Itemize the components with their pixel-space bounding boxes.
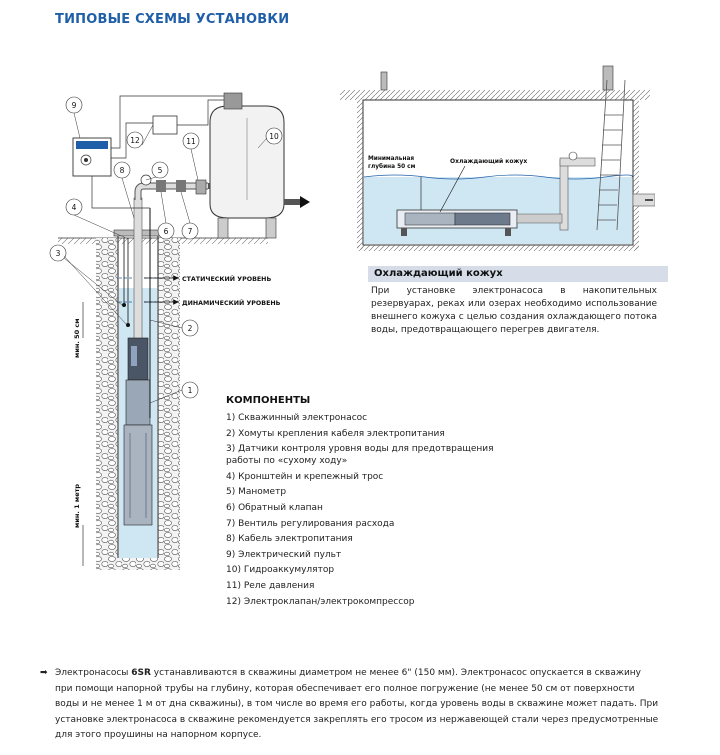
list-item: 2) Хомуты крепления кабеля электропитани… (226, 428, 445, 439)
callout-4: 4 (72, 203, 77, 212)
callout-9: 9 (72, 101, 77, 110)
min-depth-line1: Минимальная (368, 156, 414, 162)
callout-2: 2 (188, 324, 193, 333)
callout-5: 5 (158, 166, 163, 175)
callout-8: 8 (120, 166, 125, 175)
static-level-label: СТАТИЧЕСКИЙ УРОВЕНЬ (182, 274, 271, 283)
installation-note-part2: устанавливаются в скважины диаметром не … (55, 668, 659, 740)
gravel-wall-right (158, 238, 180, 568)
min-50cm-label: мин. 50 см (73, 318, 81, 358)
tank-slab-top (340, 90, 650, 100)
list-item: 1) Скважинный электронасос (226, 413, 368, 423)
arrow-icon: ➡ (40, 668, 48, 678)
discharge-pipe (133, 197, 143, 349)
cooling-note-heading: Охлаждающий кожух (368, 266, 668, 282)
list-item: 6) Обратный клапан (226, 502, 323, 513)
installation-note-part1: Электронасосы (55, 668, 132, 678)
gravel-wall-left (96, 238, 118, 568)
gravel-bottom (96, 558, 180, 570)
callout-7: 7 (188, 227, 193, 236)
pump-model: 6SR (131, 668, 151, 678)
page-title: ТИПОВЫЕ СХЕМЫ УСТАНОВКИ (55, 12, 290, 27)
list-item: 11) Реле давления (226, 580, 315, 591)
list-item: 10) Гидроаккумулятор (226, 565, 335, 576)
cooling-jacket-label: Охлаждающий кожух (450, 158, 527, 165)
list-item: 7) Вентиль регулирования расхода (226, 518, 395, 529)
pump-body (125, 379, 151, 426)
list-item: 5) Манометр (226, 487, 287, 498)
pump-motor (123, 424, 153, 526)
min-depth-line2: глубина 50 см (368, 163, 416, 170)
cooling-note-text: При установке электронасоса в накопитель… (371, 286, 657, 335)
min-1m-label: мин. 1 метр (73, 484, 81, 528)
components-heading: КОМПОНЕНТЫ (226, 395, 311, 406)
list-item: 8) Кабель электропитания (226, 534, 353, 545)
callout-1: 1 (188, 386, 193, 395)
callout-12: 12 (130, 136, 140, 145)
tank-installation-diagram: Минимальная глубина 50 см Охлаждающий ко… (340, 65, 655, 251)
dynamic-level-label: ДИНАМИЧЕСКИЙ УРОВЕНЬ (182, 298, 281, 307)
components-list: 1) Скважинный электронасос 2) Хомуты кре… (226, 412, 516, 611)
well-installation-diagram: 9 12 11 10 8 5 4 6 7 3 2 1 СТАТИЧЕСКИЙ У… (49, 92, 310, 570)
callout-10: 10 (269, 132, 279, 141)
list-item: 4) Кронштейн и крепежный трос (226, 471, 384, 482)
list-item: 3) Датчики контроля уровня воды для пред… (226, 444, 494, 467)
callout-3: 3 (56, 249, 61, 258)
callout-11: 11 (186, 137, 196, 146)
list-item: 12) Электроклапан/электрокомпрессор (226, 596, 415, 607)
installation-note: ➡ Электронасосы 6SR устанавливаются в скв… (40, 666, 661, 744)
callout-6: 6 (164, 227, 169, 236)
list-item: 9) Электрический пульт (226, 549, 342, 560)
